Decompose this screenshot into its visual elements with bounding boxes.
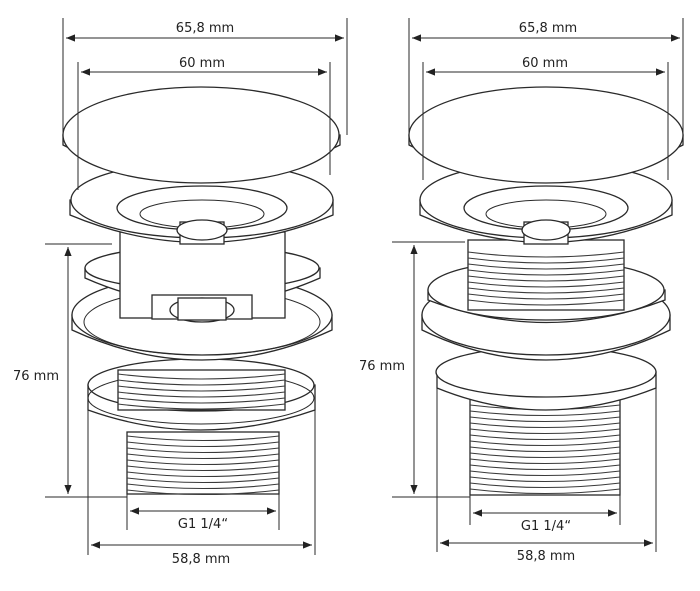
right-thread-label: G1 1/4“ — [521, 519, 571, 534]
thread-line — [469, 470, 621, 477]
right-upper-thread — [427, 239, 666, 324]
right-dim-base-width: 58,8 mm — [436, 388, 657, 564]
thread-line — [117, 373, 286, 380]
thread-line — [467, 251, 625, 258]
left-cap-width-label: 60 mm — [179, 56, 225, 71]
thread-line — [469, 410, 621, 417]
left-stem — [119, 231, 286, 323]
left-thread-label: G1 1/4“ — [178, 517, 228, 532]
left-top-ring — [69, 161, 334, 245]
right-cap-width-label: 60 mm — [522, 56, 568, 71]
thread-line — [117, 397, 286, 404]
left-dim-thread: G1 1/4“ — [126, 494, 280, 532]
left-cap — [62, 86, 341, 184]
thread-line — [126, 471, 280, 478]
left-dim-height: 76 mm — [13, 243, 127, 498]
thread-line — [467, 257, 625, 264]
thread-line — [126, 459, 280, 466]
thread-line — [469, 434, 621, 441]
left-lower-thread — [126, 431, 280, 496]
left-height-label: 76 mm — [13, 369, 59, 384]
thread-line — [117, 391, 286, 398]
thread-line — [126, 465, 280, 472]
thread-line — [467, 293, 625, 300]
thread-line — [126, 447, 280, 454]
thread-line — [469, 422, 621, 429]
left-drain-drawing: 65,8 mm 60 mm 76 mm G1 1/4“ — [13, 18, 348, 567]
thread-line — [126, 489, 280, 496]
thread-line — [126, 483, 280, 490]
thread-line — [126, 453, 280, 460]
right-dim-cap-width: 60 mm — [422, 56, 669, 180]
right-dim-height: 76 mm — [359, 241, 470, 498]
right-dim-outer-width: 65,8 mm — [408, 18, 684, 135]
thread-line — [467, 287, 625, 294]
thread-line — [469, 416, 621, 423]
thread-line — [469, 464, 621, 471]
right-dim-thread: G1 1/4“ — [469, 495, 621, 534]
thread-line — [469, 488, 621, 495]
right-outer-width-label: 65,8 mm — [519, 21, 577, 36]
thread-line — [467, 275, 625, 282]
left-dim-base-width: 58,8 mm — [87, 410, 316, 567]
right-lower-thread — [469, 394, 621, 496]
right-height-label: 76 mm — [359, 359, 405, 374]
right-top-ring — [419, 161, 673, 245]
right-cap — [408, 86, 684, 184]
thread-line — [117, 385, 286, 392]
thread-line — [117, 379, 286, 386]
thread-line — [467, 299, 625, 306]
left-dim-cap-width: 60 mm — [77, 56, 331, 190]
thread-line — [469, 476, 621, 483]
thread-line — [469, 428, 621, 435]
left-mid-thread — [117, 369, 286, 411]
right-lower-nut — [435, 346, 657, 411]
thread-line — [469, 458, 621, 465]
right-drain-drawing: 65,8 mm 60 mm 76 mm G1 1/4“ — [359, 18, 684, 564]
thread-line — [467, 263, 625, 270]
thread-line — [469, 452, 621, 459]
thread-line — [126, 477, 280, 484]
right-base-width-label: 58,8 mm — [517, 549, 575, 564]
thread-line — [126, 441, 280, 448]
thread-line — [469, 440, 621, 447]
left-base-width-label: 58,8 mm — [172, 552, 230, 567]
thread-line — [126, 435, 280, 442]
thread-line — [467, 269, 625, 276]
thread-line — [467, 281, 625, 288]
thread-line — [469, 446, 621, 453]
left-dim-outer-width: 65,8 mm — [62, 18, 348, 135]
thread-line — [117, 403, 286, 410]
left-outer-width-label: 65,8 mm — [176, 21, 234, 36]
thread-line — [469, 482, 621, 489]
